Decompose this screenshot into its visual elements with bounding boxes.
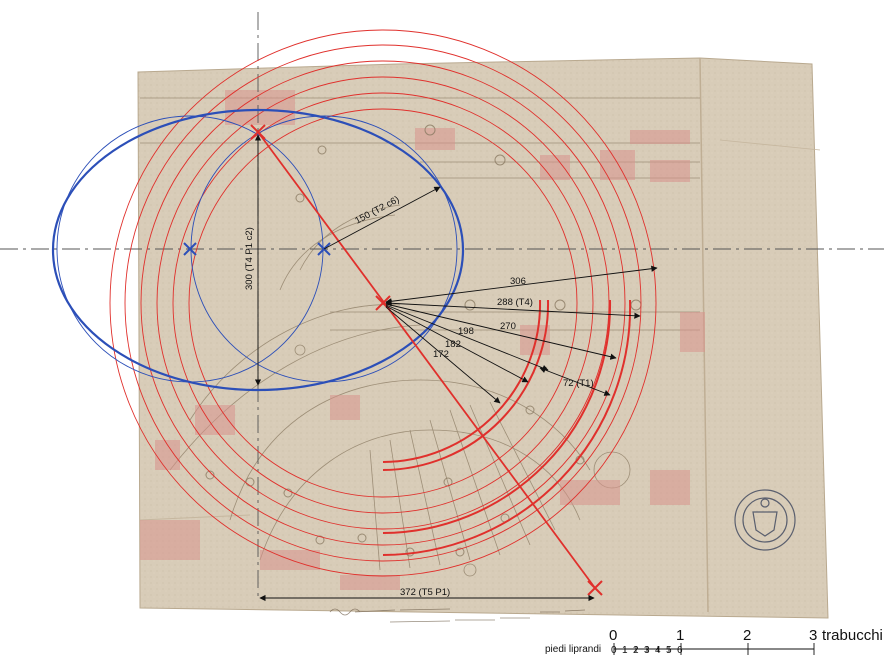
scale-tick-2: 2	[743, 627, 751, 644]
dimension-arrows	[254, 134, 658, 602]
blue-cross-left	[183, 242, 197, 256]
handwriting	[329, 608, 586, 623]
scale-tick-0: 0	[609, 627, 617, 644]
dim-300-t4: 300 (T4 P1 c2)	[244, 227, 255, 290]
scale-tick-3: 3	[809, 627, 817, 644]
archive-seal-icon	[734, 489, 796, 551]
dim-172: 172	[433, 349, 449, 360]
dim-288-t4: 288 (T4)	[497, 297, 533, 308]
scale-minor-0: 0	[611, 645, 617, 656]
dim-372-t5: 372 (T5 P1)	[400, 587, 450, 598]
scale-minor-4: 4	[655, 645, 661, 656]
dim-306: 306	[510, 276, 526, 287]
dim-182: 182	[445, 339, 461, 350]
dim-270: 270	[500, 321, 516, 332]
scale-unit-trabucchi: trabucchi	[822, 627, 883, 644]
scale-unit-piedi: piedi liprandi	[545, 644, 601, 655]
dim-72-t1: 72 (T1)	[563, 378, 594, 389]
red-cross-bottom	[587, 580, 603, 596]
scale-bar	[613, 643, 815, 655]
scale-minor-5: 5	[666, 645, 672, 656]
scale-minor-3: 3	[644, 645, 650, 656]
scale-minor-6: 6	[677, 645, 683, 656]
scale-tick-1: 1	[676, 627, 684, 644]
scale-minor-2: 2	[633, 645, 639, 656]
red-cross-top	[250, 124, 266, 140]
red-diagonal	[257, 131, 596, 589]
red-arcs-bold	[382, 299, 632, 556]
dim-198: 198	[458, 326, 474, 337]
scale-labels: 0 1 2 3 trabucchi piedi liprandi 0 1 2 3…	[545, 627, 883, 656]
scale-minor-1: 1	[622, 645, 628, 656]
